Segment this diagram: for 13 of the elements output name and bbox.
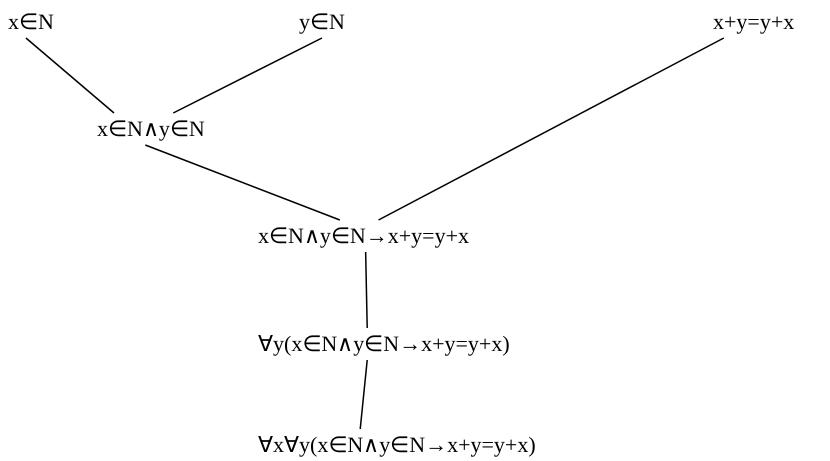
formula: ∀x∀y(x∈N∧y∈N→x+y=y+x)	[256, 431, 538, 459]
formula: x∈N	[6, 8, 56, 36]
formula: y∈N	[297, 8, 347, 36]
connector-line	[172, 37, 322, 114]
formula: x∈N∧y∈N	[95, 115, 207, 143]
connector-line	[359, 360, 368, 430]
formula: x+y=y+x	[711, 8, 796, 36]
formula: x∈N∧y∈N→x+y=y+x	[256, 222, 471, 250]
connector-line	[378, 37, 724, 221]
connector-line	[364, 252, 368, 328]
formula: ∀y(x∈N∧y∈N→x+y=y+x)	[256, 330, 512, 358]
connector-line	[25, 37, 114, 114]
connector-line	[145, 144, 340, 221]
